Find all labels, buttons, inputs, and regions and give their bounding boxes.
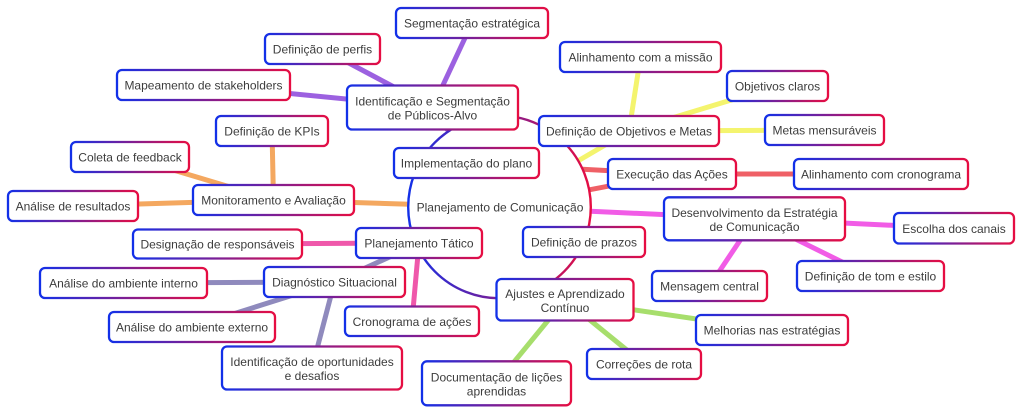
svg-text:Diagnóstico Situacional: Diagnóstico Situacional: [272, 276, 397, 290]
svg-text:Contínuo: Contínuo: [541, 301, 590, 315]
svg-text:Ajustes e Aprendizado: Ajustes e Aprendizado: [505, 287, 625, 301]
svg-text:Cronograma de ações: Cronograma de ações: [353, 315, 472, 329]
svg-text:Execução das Ações: Execução das Ações: [616, 168, 727, 182]
svg-text:Objetivos claros: Objetivos claros: [735, 80, 820, 94]
svg-text:Desenvolvimento da Estratégia: Desenvolvimento da Estratégia: [671, 206, 837, 220]
svg-text:Planejamento Tático: Planejamento Tático: [364, 237, 474, 251]
svg-text:Mensagem central: Mensagem central: [660, 280, 759, 294]
svg-text:Documentação de lições: Documentação de lições: [431, 370, 562, 384]
svg-text:Alinhamento com a missão: Alinhamento com a missão: [568, 51, 712, 65]
svg-text:Correções de rota: Correções de rota: [596, 358, 692, 372]
svg-text:Definição de tom e estilo: Definição de tom e estilo: [805, 270, 937, 284]
svg-text:Definição de prazos: Definição de prazos: [531, 236, 637, 250]
svg-text:de Comunicação: de Comunicação: [709, 220, 799, 234]
svg-text:Escolha dos canais: Escolha dos canais: [902, 222, 1005, 236]
svg-text:Metas mensuráveis: Metas mensuráveis: [772, 124, 876, 138]
svg-text:Planejamento de Comunicação: Planejamento de Comunicação: [417, 200, 584, 214]
svg-text:Mapeamento de stakeholders: Mapeamento de stakeholders: [124, 79, 282, 93]
svg-text:Alinhamento com cronograma: Alinhamento com cronograma: [801, 168, 961, 182]
svg-text:Definição de perfis: Definição de perfis: [273, 43, 372, 57]
svg-text:Identificação e Segmentação: Identificação e Segmentação: [355, 95, 510, 109]
svg-text:Análise do ambiente externo: Análise do ambiente externo: [116, 321, 268, 335]
svg-text:Implementação do plano: Implementação do plano: [401, 157, 533, 171]
svg-text:Identificação de oportunidades: Identificação de oportunidades: [230, 355, 393, 369]
svg-text:Análise de resultados: Análise de resultados: [16, 200, 131, 214]
svg-text:Análise do ambiente interno: Análise do ambiente interno: [49, 277, 198, 291]
svg-text:Segmentação estratégica: Segmentação estratégica: [404, 17, 540, 31]
svg-text:Melhorias nas estratégias: Melhorias nas estratégias: [704, 324, 841, 338]
svg-text:Designação de responsáveis: Designação de responsáveis: [140, 238, 294, 252]
svg-text:Definição de Objetivos e Metas: Definição de Objetivos e Metas: [546, 125, 712, 139]
svg-text:e desafios: e desafios: [285, 369, 340, 383]
svg-text:Monitoramento e Avaliação: Monitoramento e Avaliação: [201, 194, 346, 208]
svg-text:Definição de KPIs: Definição de KPIs: [224, 125, 319, 139]
svg-text:aprendidas: aprendidas: [467, 384, 526, 398]
svg-text:Coleta de feedback: Coleta de feedback: [78, 151, 182, 165]
svg-text:de Públicos-Alvo: de Públicos-Alvo: [388, 109, 478, 123]
